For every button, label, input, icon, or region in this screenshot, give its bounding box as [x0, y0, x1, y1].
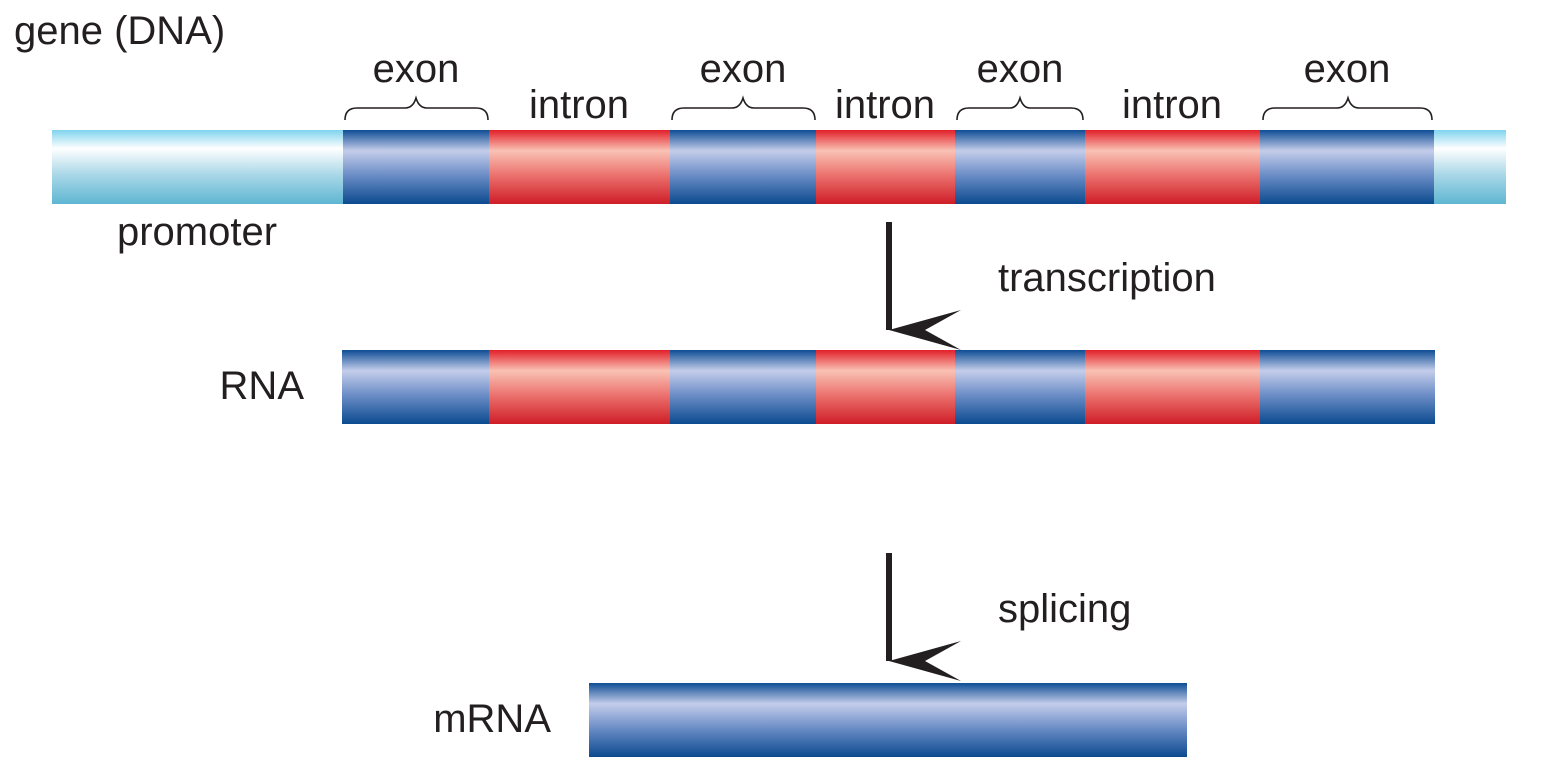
exon-brace-1: [344, 95, 489, 121]
rna-segment-2: [489, 350, 670, 424]
exon-brace-3: [956, 95, 1084, 121]
mrna-label: mRNA: [433, 697, 551, 741]
exon-label-3: exon: [977, 47, 1064, 91]
rna-segment-4: [816, 350, 955, 424]
intron-label-3: intron: [1122, 83, 1222, 127]
dna-segment-7: [1260, 130, 1434, 204]
rna-segment-5: [955, 350, 1085, 424]
intron-label-2: intron: [835, 83, 935, 127]
exon-label-4: exon: [1304, 47, 1391, 91]
dna-segment-6: [1085, 130, 1260, 204]
rna-label: RNA: [220, 364, 305, 408]
transcription-label: transcription: [998, 256, 1216, 300]
dna-segment-3: [670, 130, 816, 204]
rna-strand: [342, 350, 1435, 424]
gene-dna-title: gene (DNA): [14, 9, 225, 53]
segment-labels: exon intron exon intron exon intron exon: [373, 47, 1391, 127]
dna-strand: [52, 130, 1506, 204]
promoter-region: [52, 130, 343, 204]
rna-segment-1: [342, 350, 489, 424]
splicing-label: splicing: [998, 587, 1131, 631]
downstream-region: [1434, 130, 1506, 204]
dna-segment-1: [343, 130, 489, 204]
exon-braces: [344, 95, 1433, 121]
exon-label-1: exon: [373, 47, 460, 91]
dna-segment-2: [489, 130, 670, 204]
dna-segment-4: [816, 130, 955, 204]
promoter-label: promoter: [117, 210, 277, 254]
rna-segment-3: [670, 350, 816, 424]
exon-brace-4: [1262, 95, 1433, 121]
rna-segment-6: [1085, 350, 1260, 424]
exon-label-2: exon: [700, 47, 787, 91]
intron-label-1: intron: [529, 83, 629, 127]
mrna-strand: [589, 683, 1187, 757]
rna-segment-7: [1260, 350, 1435, 424]
exon-brace-2: [671, 95, 816, 121]
dna-segment-5: [955, 130, 1085, 204]
